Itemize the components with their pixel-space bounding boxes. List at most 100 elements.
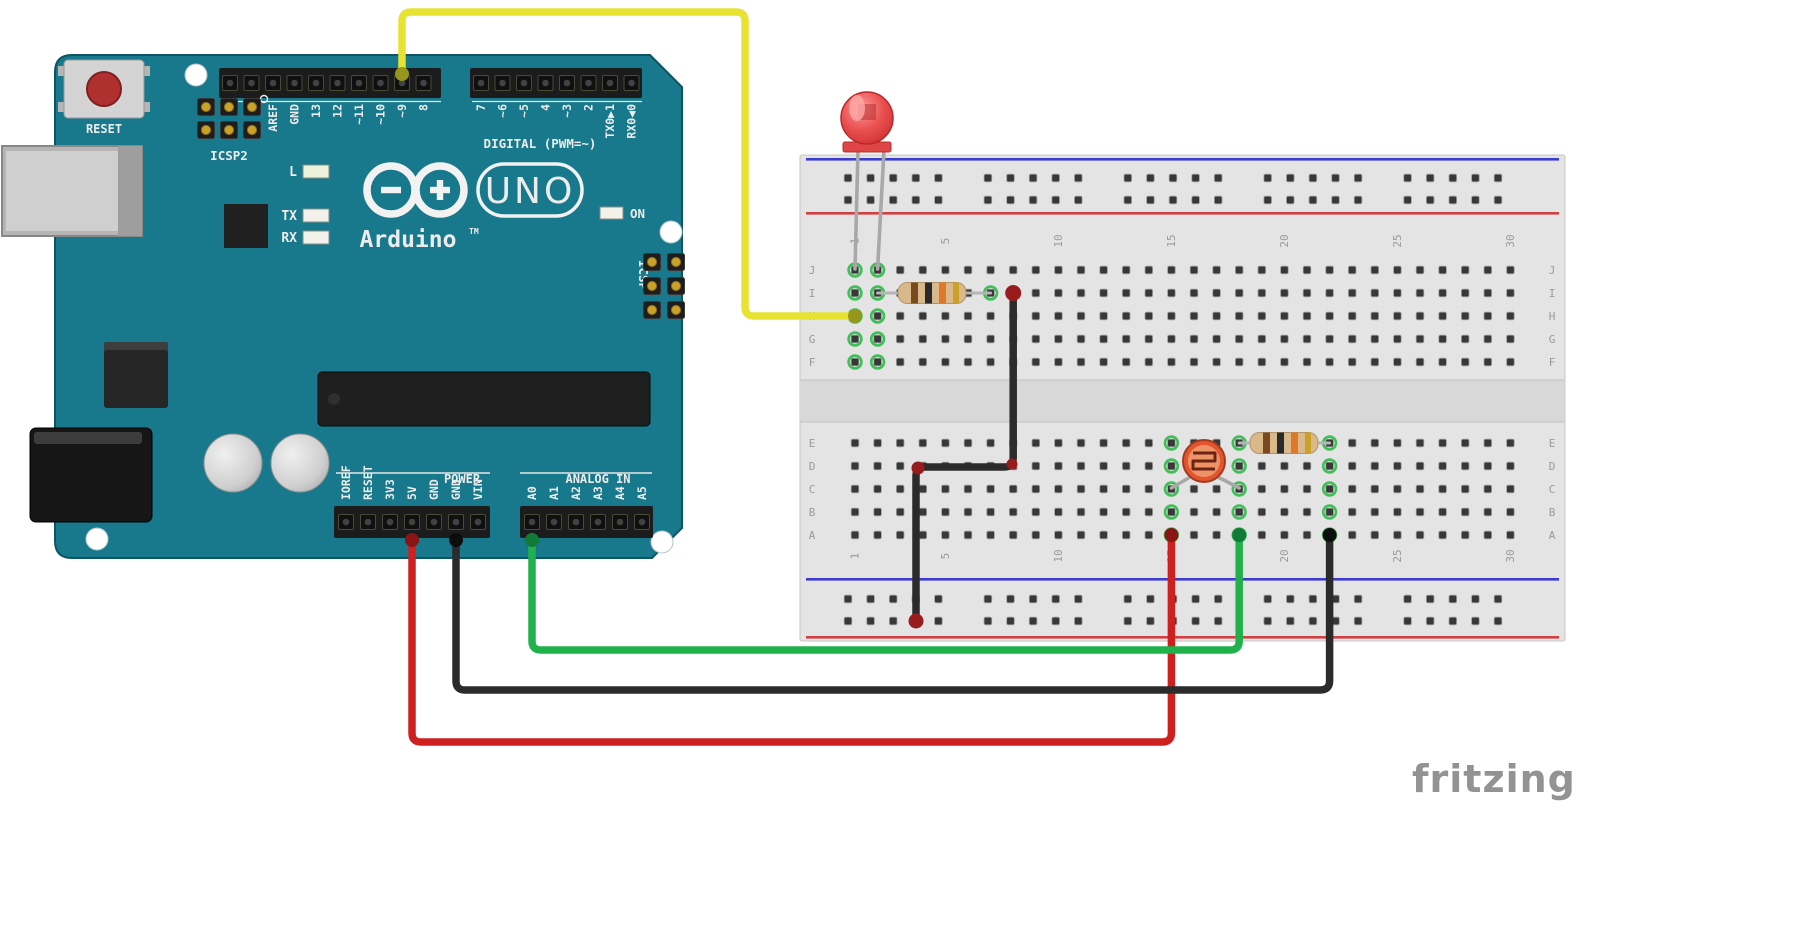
wire-bendpoint[interactable] <box>911 461 925 475</box>
breadboard-hole <box>1493 616 1503 626</box>
breadboard-hole <box>1167 438 1176 448</box>
digital-pin-hole <box>520 79 528 87</box>
wire-red-5v[interactable] <box>405 528 1179 746</box>
photoresistor[interactable] <box>1169 439 1241 490</box>
digital-pin-label: ~9 <box>395 104 409 118</box>
breadboard-hole <box>1167 507 1176 517</box>
breadboard-hole <box>1257 461 1266 471</box>
chip-notch <box>328 393 340 405</box>
wires <box>395 8 1337 746</box>
breadboard-hole <box>1483 288 1492 298</box>
breadboard-hole <box>1280 265 1289 275</box>
breadboard-hole <box>1144 484 1153 494</box>
column-number: 20 <box>1278 234 1291 247</box>
wire-green-a0[interactable] <box>525 528 1247 654</box>
wire-led-ground[interactable] <box>908 285 1022 629</box>
breadboard-hole <box>850 461 860 471</box>
breadboard-hole <box>1076 357 1086 367</box>
breadboard-hole <box>986 507 995 517</box>
wire-red-path[interactable] <box>408 531 1176 746</box>
breadboard-hole <box>1302 507 1312 517</box>
led-rx-label: RX <box>281 231 297 246</box>
breadboard-hole <box>1122 507 1131 517</box>
breadboard-hole <box>1076 484 1086 494</box>
analog-pin-hole <box>616 518 624 526</box>
wire-endpoint[interactable] <box>1005 285 1022 301</box>
breadboard-hole <box>1483 484 1492 494</box>
icsp2-pin-gold <box>246 124 258 136</box>
row-label: A <box>809 529 816 542</box>
wire-endpoint[interactable] <box>395 67 409 81</box>
wire-endpoint[interactable] <box>449 533 463 547</box>
breadboard-hole <box>1051 616 1060 626</box>
breadboard-hole <box>1348 438 1357 448</box>
wire-endpoint[interactable] <box>525 533 539 547</box>
row-label: F <box>809 356 816 369</box>
connection-highlight <box>1321 458 1338 474</box>
led-leg <box>853 148 860 271</box>
led-l-label: L <box>289 165 297 180</box>
capacitor <box>270 433 330 493</box>
breadboard-hole <box>1448 173 1457 183</box>
breadboard-hole <box>1302 461 1312 471</box>
led-tx-indicator <box>302 208 330 223</box>
wire-bendpoint[interactable] <box>1006 458 1018 470</box>
wire-endpoint[interactable] <box>405 533 419 547</box>
connection-highlight <box>1321 504 1338 520</box>
breadboard-hole <box>1235 461 1244 471</box>
wire-endpoint[interactable] <box>1164 528 1179 542</box>
breadboard-hole <box>1168 173 1178 183</box>
red-led[interactable] <box>840 91 894 271</box>
breadboard-hole <box>1370 311 1379 321</box>
wire-endpoint[interactable] <box>908 613 924 629</box>
resistor-led[interactable] <box>876 282 993 304</box>
fritzing-logo: fritzing <box>1412 757 1576 801</box>
wire-green-path[interactable] <box>528 531 1243 654</box>
arduino-board[interactable]: RESET L TX RX ON <box>1 54 685 559</box>
reset-cap[interactable] <box>86 71 122 107</box>
resistor-band <box>1305 432 1311 454</box>
digital-pin-label: 4 <box>539 104 553 111</box>
wire-yellow-path[interactable] <box>398 8 859 320</box>
breadboard-hole <box>1076 461 1086 471</box>
breadboard-hole <box>1212 530 1221 540</box>
digital-pin-label: ~11 <box>352 104 366 125</box>
power-pin-label: VIN <box>471 479 485 500</box>
usb-top <box>6 151 124 231</box>
breadboard-hole <box>1426 173 1435 183</box>
reset-button[interactable] <box>58 59 150 119</box>
breadboard-hole <box>1031 311 1040 321</box>
breadboard[interactable]: JJIIHHGGFFEEDDCCBBAA11551010151520202525… <box>799 154 1566 642</box>
wire-endpoint[interactable] <box>848 309 862 323</box>
ldr-leg <box>1214 474 1241 490</box>
power-jack <box>29 427 153 523</box>
digital-pin-hole <box>269 79 277 87</box>
wire-black-gnd[interactable] <box>449 528 1337 694</box>
connection-highlight <box>1163 481 1180 497</box>
breadboard-hole <box>1054 357 1063 367</box>
breadboard-hole <box>1415 438 1425 448</box>
breadboard-hole <box>1353 594 1363 604</box>
digital-pin-hole <box>477 79 485 87</box>
resistor-ldr[interactable] <box>1237 432 1332 454</box>
digital-pin-label: ~6 <box>496 104 510 118</box>
breadboard-hole <box>1212 265 1221 275</box>
digital-pin-label: ~10 <box>374 104 388 125</box>
wire-endpoint[interactable] <box>1232 528 1247 542</box>
wire-yellow-pin9[interactable] <box>395 8 862 323</box>
breadboard-hole <box>1483 334 1492 344</box>
breadboard-hole <box>1212 288 1221 298</box>
led-tx-label: TX <box>281 209 297 224</box>
breadboard-hole <box>1191 594 1200 604</box>
wire-endpoint[interactable] <box>1322 528 1337 542</box>
breadboard-hole <box>850 334 860 344</box>
breadboard-hole <box>1353 173 1363 183</box>
breadboard-hole <box>1099 311 1108 321</box>
wire-black-path[interactable] <box>452 531 1334 694</box>
breadboard-hole <box>1122 530 1131 540</box>
breadboard-hole <box>1006 173 1015 183</box>
breadboard-hole <box>1302 334 1312 344</box>
connection-highlight <box>869 354 886 370</box>
breadboard-hole <box>1189 530 1199 540</box>
row-label: B <box>809 506 816 519</box>
